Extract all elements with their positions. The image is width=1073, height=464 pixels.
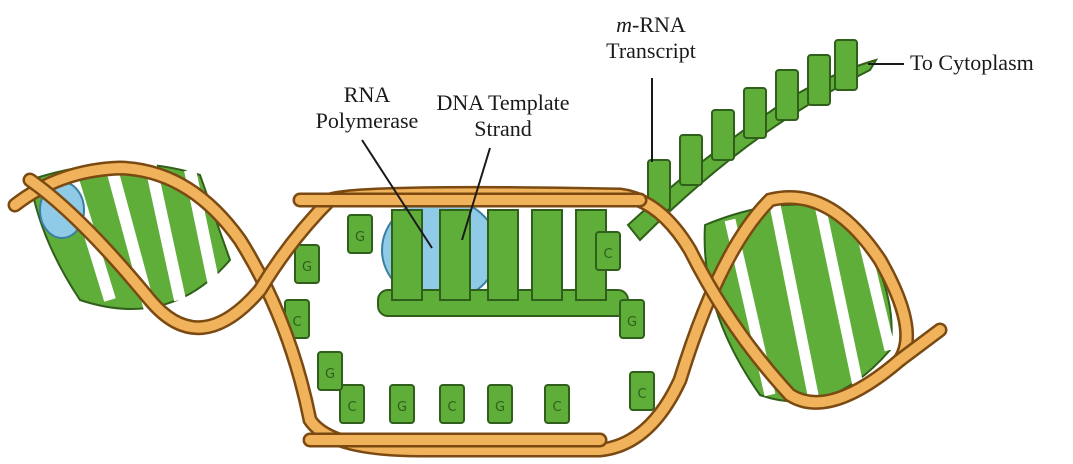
nucleotide-letter: G — [355, 230, 365, 245]
template-base-2 — [488, 210, 518, 300]
nucleotide-letter: G — [627, 315, 637, 330]
mrna-base-4 — [776, 70, 798, 120]
label-dna-template: DNA Template Strand — [414, 90, 592, 142]
template-strand-bases — [378, 210, 628, 316]
nucleotide-letter: G — [397, 400, 407, 415]
template-base-3 — [532, 210, 562, 300]
free-nucleotide: C — [545, 385, 569, 423]
free-nucleotide: C — [596, 232, 620, 270]
nucleotide-letter: C — [637, 387, 646, 402]
label-mrna-line1: m-RNA — [586, 12, 716, 38]
mrna-base-3 — [744, 88, 766, 138]
label-dna-template-line2: Strand — [414, 116, 592, 142]
free-nucleotide: C — [630, 372, 654, 410]
nucleotide-letter: C — [447, 400, 456, 415]
label-mrna-transcript: m-RNA Transcript — [586, 12, 716, 64]
free-nucleotide: G — [390, 385, 414, 423]
nucleotide-letter: C — [552, 400, 561, 415]
mrna-base-5 — [808, 55, 830, 105]
free-nucleotide: G — [295, 245, 319, 283]
mrna-base-1 — [680, 135, 702, 185]
label-mrna-line2: Transcript — [586, 38, 716, 64]
free-nucleotide: G — [620, 300, 644, 338]
free-nucleotide: C — [440, 385, 464, 423]
free-nucleotide: G — [348, 215, 372, 253]
nucleotide-letter: C — [347, 400, 356, 415]
mrna-base-2 — [712, 110, 734, 160]
nucleotide-letter: G — [325, 367, 335, 382]
label-mrna-prefix: m — [616, 12, 632, 37]
free-nucleotide: C — [340, 385, 364, 423]
nucleotide-letter: C — [292, 315, 301, 330]
nucleotide-letter: G — [495, 400, 505, 415]
label-to-cytoplasm: To Cytoplasm — [910, 50, 1070, 76]
mrna-base-6 — [835, 40, 857, 90]
nucleotide-letter: G — [302, 260, 312, 275]
label-mrna-rest: -RNA — [632, 12, 686, 37]
template-base-0 — [392, 210, 422, 300]
nucleotide-letter: C — [603, 247, 612, 262]
free-nucleotide: G — [488, 385, 512, 423]
label-dna-template-line1: DNA Template — [414, 90, 592, 116]
free-nucleotide: G — [318, 352, 342, 390]
template-base-1 — [440, 210, 470, 300]
